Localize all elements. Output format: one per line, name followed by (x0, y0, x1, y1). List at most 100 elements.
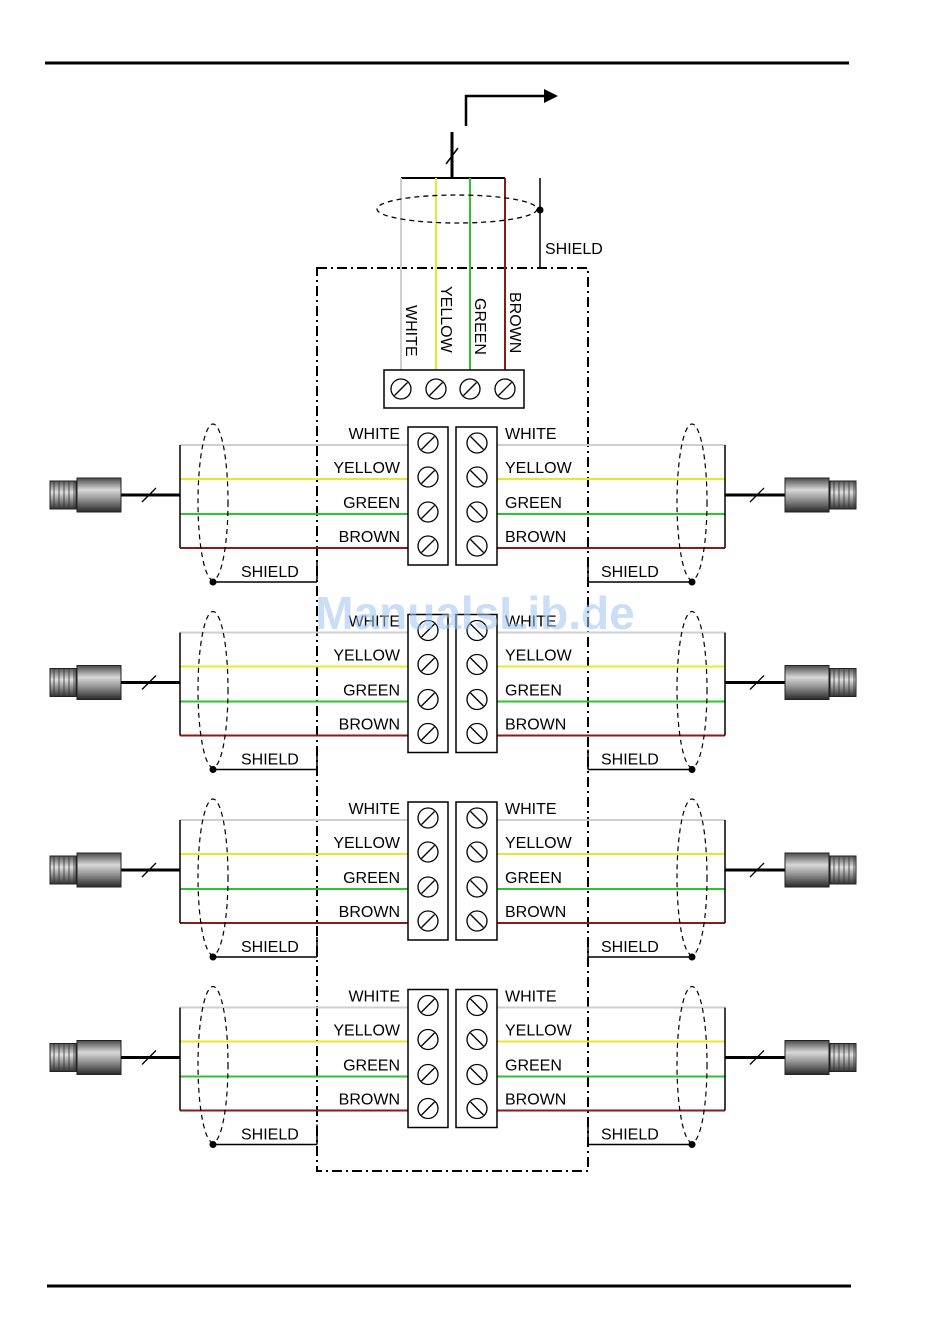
screw-slot (498, 382, 512, 396)
terminal-screw-icon (466, 535, 488, 557)
screw-slot (470, 845, 484, 859)
screw-slot (470, 1032, 484, 1047)
screw-slot (421, 539, 435, 553)
label-green-right: GREEN (505, 683, 562, 700)
screw-slot (463, 382, 477, 396)
shield-ellipse-right (676, 985, 708, 1144)
screw-slot (421, 657, 435, 672)
feed-slash-right (749, 487, 765, 503)
label-green-left: GREEN (343, 870, 400, 887)
label-yellow-right: YELLOW (505, 460, 573, 477)
screw-slot (470, 998, 484, 1013)
label-yellow-left: YELLOW (333, 1023, 401, 1040)
shield-label-right: SHIELD (601, 1127, 659, 1144)
label-brown-right: BROWN (505, 529, 566, 546)
terminal-screw-icon (417, 910, 439, 932)
label-white-left: WHITE (348, 989, 400, 1006)
shield-ellipse-right (676, 610, 708, 769)
connector-body (76, 852, 122, 888)
shield-ellipse-right (676, 798, 708, 956)
shield-dot-left (209, 766, 217, 773)
screw-slot (421, 692, 435, 707)
terminal-screw-icon (466, 722, 488, 745)
terminal-screw-icon (390, 378, 412, 400)
screw-slot (470, 623, 484, 638)
shield-dot-right (688, 766, 696, 773)
connector-body (784, 852, 830, 888)
terminal-screw-icon (466, 501, 488, 523)
label-brown-left: BROWN (339, 529, 400, 546)
shield-ellipse-left (197, 985, 229, 1144)
label-green-left: GREEN (343, 1058, 400, 1075)
feed-slash-left (141, 487, 157, 503)
label-brown-right: BROWN (505, 904, 566, 921)
terminal-screw-icon (417, 994, 439, 1017)
screw-slot (470, 436, 484, 450)
top-label-white: WHITE (402, 305, 419, 357)
connector-body (76, 665, 122, 700)
shield-label-left: SHIELD (241, 1127, 299, 1144)
terminal-screw-icon (466, 1028, 488, 1051)
junction-box (316, 267, 589, 1172)
m12-sensor-connector-icon (784, 665, 857, 700)
shield-dot-right (688, 1141, 696, 1148)
output-arrowhead (544, 89, 558, 103)
screw-slot (470, 726, 484, 741)
screw-slot (421, 880, 435, 894)
screw-slot (470, 692, 484, 707)
screw-slot (421, 436, 435, 450)
output-cable: SHIELD WHITE YELLOW GREEN BROWN (376, 89, 603, 409)
label-yellow-right: YELLOW (505, 835, 573, 852)
label-green-right: GREEN (505, 870, 562, 887)
top-label-yellow: YELLOW (437, 286, 454, 354)
label-white-left: WHITE (348, 426, 400, 443)
screw-slot (421, 811, 435, 825)
connector-body (784, 665, 830, 700)
label-green-right: GREEN (505, 1058, 562, 1075)
terminal-screw-icon (417, 1063, 439, 1086)
label-white-left: WHITE (348, 614, 400, 631)
shield-dot-top (536, 206, 544, 214)
top-label-brown: BROWN (506, 292, 523, 353)
m12-sensor-connector-icon (784, 477, 857, 513)
screw-slot (421, 1067, 435, 1082)
screw-slot (421, 505, 435, 519)
shield-label-right: SHIELD (601, 752, 659, 769)
m12-sensor-connector-icon (49, 1040, 122, 1075)
terminal-screw-icon (417, 432, 439, 454)
terminal-screw-icon (466, 807, 488, 829)
screw-slot (421, 1032, 435, 1047)
screw-slot (470, 505, 484, 519)
label-brown-left: BROWN (339, 717, 400, 734)
terminal-screw-icon (466, 619, 488, 642)
screw-slot (470, 811, 484, 825)
label-white-left: WHITE (348, 801, 400, 818)
terminal-screw-icon (466, 910, 488, 932)
terminal-screw-icon (425, 378, 447, 400)
feed-slash-right (749, 675, 765, 690)
feed-slash-left (141, 862, 157, 878)
label-white-right: WHITE (505, 614, 557, 631)
shield-ellipse-right (676, 423, 708, 581)
screw-slot (421, 1101, 435, 1116)
feed-slash-left (141, 1050, 157, 1065)
screw-slot (421, 914, 435, 928)
label-yellow-left: YELLOW (333, 648, 401, 665)
terminal-screw-icon (417, 501, 439, 523)
screw-slot (470, 880, 484, 894)
screw-slot (421, 998, 435, 1013)
label-green-right: GREEN (505, 495, 562, 512)
shield-dot-left (209, 1141, 217, 1148)
label-brown-left: BROWN (339, 1092, 400, 1109)
terminal-screw-icon (494, 378, 516, 400)
terminal-screw-icon (466, 841, 488, 863)
terminal-screw-icon (417, 876, 439, 898)
shield-ellipse-left (197, 423, 229, 581)
connector-body (784, 1040, 830, 1075)
label-green-left: GREEN (343, 495, 400, 512)
connector-body (784, 477, 830, 513)
